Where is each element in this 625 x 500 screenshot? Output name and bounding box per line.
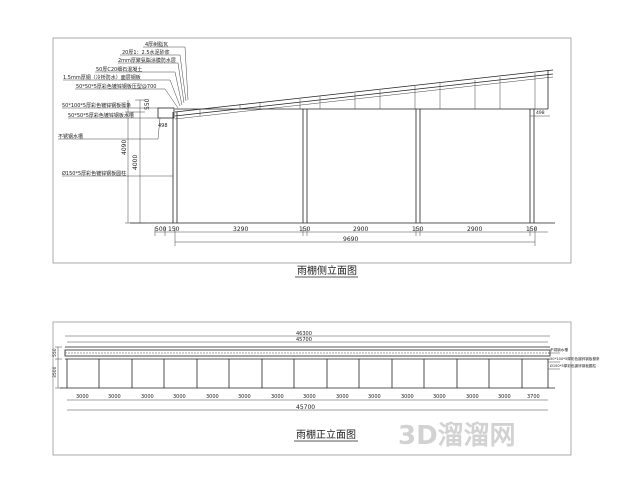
front-annotation-column: Ø150*5厚彩色镀锌钢板圆柱	[550, 363, 597, 368]
front-columns	[66, 359, 549, 388]
side-view-title: 雨棚侧立面图	[297, 264, 357, 277]
canopy-beam	[64, 346, 551, 360]
side-elevation: 550 4000 4090 498 500 150 3290 150 2900 …	[52, 37, 572, 278]
dim-total-9690: 9690	[343, 236, 358, 243]
front-annotation-purlin: 50*100*5厚彩色镀锌钢板檩条	[550, 356, 600, 361]
front-view-title: 雨棚正立面图	[296, 428, 356, 441]
bay-dim: 3000	[401, 394, 414, 400]
annotation-mortar: 20厚1：2.5水泥砂浆	[122, 49, 170, 56]
front-view-frame	[52, 321, 572, 456]
watermark-logo: 3D溜溜网	[398, 420, 516, 451]
front-dim-45700-top: 45700	[296, 337, 312, 343]
front-annotation-leaders	[548, 352, 560, 370]
bay-dim: 3000	[498, 394, 511, 400]
truss-verticals	[239, 70, 549, 109]
bay-dim: 3000	[271, 394, 284, 400]
front-top-dims	[65, 335, 550, 343]
dim-150-b: 150	[299, 226, 311, 233]
annotation-resin-tile: 4厚树脂瓦	[145, 41, 168, 48]
bay-dim: 3000	[206, 394, 219, 400]
gutter	[157, 107, 175, 119]
dim-2900-b: 2900	[467, 226, 482, 233]
bay-dim: 3000	[108, 394, 121, 400]
annotation-leaders	[58, 46, 189, 177]
bay-dim: 3000	[76, 394, 89, 400]
bay-dim: 3000	[238, 394, 251, 400]
dim-vertical-4090: 4090	[121, 140, 128, 155]
front-bay-dims	[67, 399, 548, 411]
dim-small-left: 498	[158, 123, 168, 129]
front-annotation-gutter: 不锈钢水槽	[550, 347, 568, 352]
bay-dim: 3000	[141, 394, 154, 400]
annotation-gutter: 50*50*5厚彩色镀锌钢板水槽	[68, 112, 134, 119]
bay-dim: 3000	[303, 394, 316, 400]
annotation-stainless-gutter: 不锈钢水槽	[58, 133, 83, 140]
bay-dim: 3000	[368, 394, 381, 400]
annotation-steel-plate: 1.5mm厚钢（冷桥防水）面层钢板	[63, 74, 141, 81]
bay-dim: 3000	[173, 394, 186, 400]
annotation-profile-700: 50*50*5厚彩色镀锌钢板压型@700	[76, 83, 156, 90]
annotation-column: Ø150*5厚彩色镀锌钢板圆柱	[62, 170, 126, 177]
front-dim-46300: 46300	[296, 331, 312, 337]
dim-150-d: 150	[526, 226, 538, 233]
dim-150-c: 150	[412, 226, 424, 233]
front-dim-total-45700: 45700	[296, 404, 315, 411]
dim-2900-a: 2900	[353, 226, 368, 233]
dim-vertical-4000: 4000	[132, 155, 139, 170]
bay-dim: 3700	[527, 394, 540, 400]
bay-dim: 3000	[336, 394, 349, 400]
front-vertical-dims	[55, 346, 62, 389]
dim-3290: 3290	[233, 226, 248, 233]
bay-dim: 3000	[433, 394, 446, 400]
dim-small-right: 498	[536, 110, 545, 116]
annotation-purlin: 50*100*5厚彩色镀锌钢板檩条	[62, 102, 131, 109]
dim-vertical-550: 550	[144, 98, 151, 110]
front-dim-550: 550	[52, 348, 58, 357]
bay-dim: 3000	[466, 394, 479, 400]
vertical-dimensions	[125, 99, 145, 224]
front-elevation: 46300 45700 550 3500 3000 3000 3000 3000…	[52, 321, 600, 456]
dim-150-a: 150	[168, 226, 180, 233]
horizontal-dimensions	[154, 227, 548, 246]
front-dim-3500: 3500	[52, 366, 58, 378]
dim-500: 500	[155, 226, 167, 233]
columns	[172, 109, 535, 223]
annotation-concrete: 50厚C20细石混凝土	[96, 66, 142, 73]
roof-sheet-ticks	[199, 77, 501, 116]
annotation-waterproof: 2mm厚聚氨酯涂膜防水层	[118, 57, 176, 64]
side-view-frame	[52, 37, 572, 264]
roof-slope	[174, 69, 554, 120]
